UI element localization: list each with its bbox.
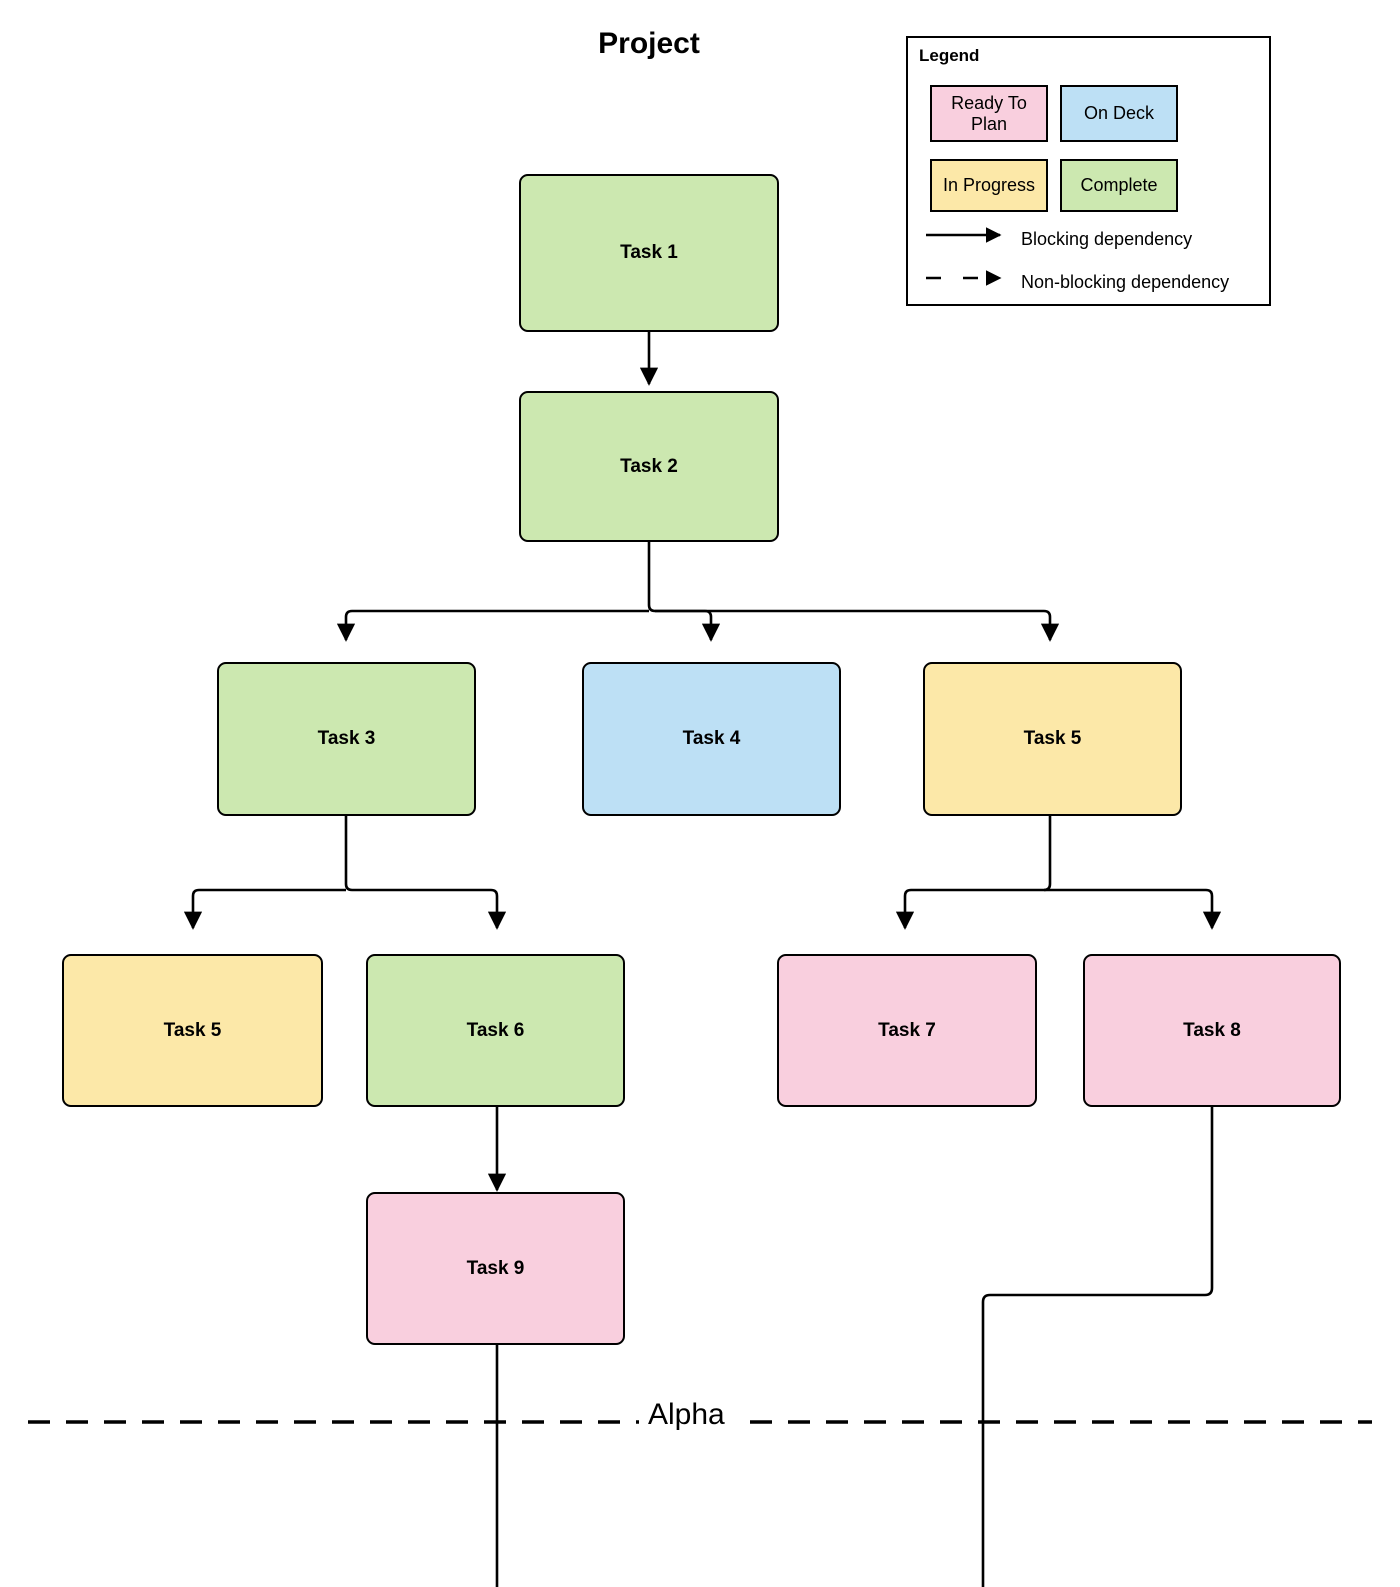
node-task9[interactable]: Task 9	[366, 1192, 625, 1345]
edge-task2-bus	[647, 542, 656, 613]
node-task3[interactable]: Task 3	[217, 662, 476, 816]
legend-swatch-label: In Progress	[942, 175, 1036, 196]
node-task5-b[interactable]: Task 5	[62, 954, 323, 1107]
node-label: Task 6	[466, 1019, 525, 1041]
legend-swatch-in-progress[interactable]: In Progress	[930, 159, 1048, 212]
non-blocking-arrow-icon	[926, 270, 1002, 286]
edge-task8-below-alpha	[981, 1107, 1214, 1587]
edge-bus3-left	[895, 888, 1050, 930]
legend-swatch-on-deck[interactable]: On Deck	[1060, 85, 1178, 142]
node-task8[interactable]: Task 8	[1083, 954, 1341, 1107]
node-task5-a[interactable]: Task 5	[923, 662, 1182, 816]
node-label: Task 7	[878, 1019, 936, 1041]
legend-swatch-complete[interactable]: Complete	[1060, 159, 1178, 212]
legend-label-non-blocking: Non-blocking dependency	[1021, 272, 1230, 292]
node-task6[interactable]: Task 6	[366, 954, 625, 1107]
node-label: Task 3	[317, 728, 376, 749]
legend-swatch-label: Complete	[1080, 175, 1158, 196]
node-task7[interactable]: Task 7	[777, 954, 1037, 1107]
blocking-arrow-icon	[926, 227, 1002, 243]
edge-bus-right	[655, 609, 1060, 642]
edge-bus-left	[336, 609, 649, 642]
edge-bus3-right	[1050, 888, 1222, 930]
legend-heading: Legend	[919, 46, 980, 65]
node-task4[interactable]: Task 4	[582, 662, 841, 816]
legend-label-blocking: Blocking dependency	[1021, 229, 1193, 249]
node-label: Task 8	[1183, 1019, 1241, 1041]
edge-bus-mid	[655, 609, 721, 642]
node-label: Task 5	[163, 1019, 222, 1041]
milestone-label-alpha: Alpha	[639, 1398, 734, 1432]
edge-task5a-bus	[1043, 816, 1052, 892]
legend-swatch-label: On Deck	[1083, 103, 1155, 124]
node-task1[interactable]: Task 1	[519, 174, 779, 332]
node-label: Task 4	[682, 728, 741, 749]
legend-swatch-ready-to-plan[interactable]: Ready To Plan	[930, 85, 1048, 142]
legend-panel: Legend Ready To Plan On Deck In Progress…	[906, 36, 1271, 306]
legend-swatch-label: Ready To Plan	[951, 93, 1027, 134]
node-label: Task 5	[1023, 728, 1082, 749]
node-label: Task 2	[620, 455, 678, 477]
edge-bus2-left	[183, 888, 346, 930]
node-task2[interactable]: Task 2	[519, 391, 779, 542]
node-label: Task 9	[466, 1257, 525, 1279]
page-title: Project	[598, 27, 700, 60]
edge-bus2-right	[352, 888, 507, 930]
node-label: Task 1	[620, 242, 678, 263]
edge-task3-bus	[344, 816, 353, 892]
